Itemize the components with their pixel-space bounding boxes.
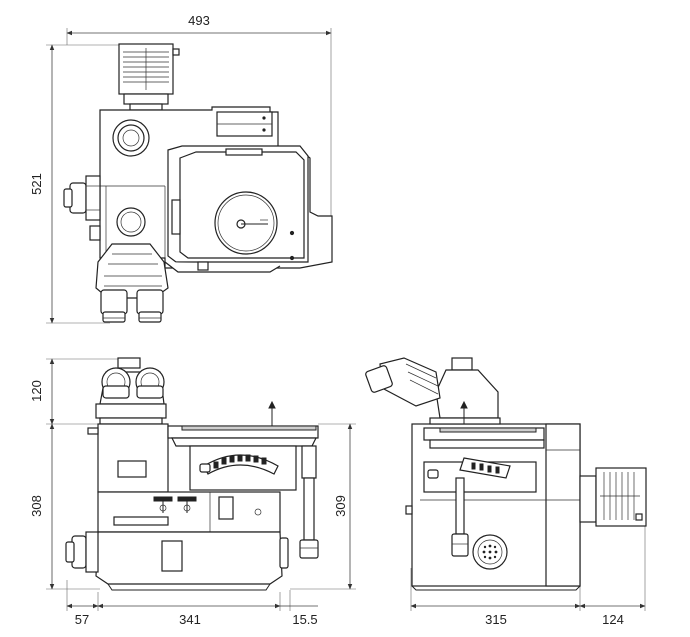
eyepiece-icon	[136, 289, 164, 315]
trinocular-head	[435, 369, 499, 419]
front-body-upper	[97, 423, 169, 493]
side-depth-label: 315	[485, 612, 507, 627]
front-view	[46, 357, 356, 611]
front-left-offset-label: 57	[75, 612, 89, 627]
stage-aperture-icon	[214, 191, 278, 255]
eyepiece-icon	[100, 289, 128, 315]
lamp-vents	[123, 48, 169, 90]
top-width-label: 493	[188, 13, 210, 28]
front-top-height-label: 120	[29, 380, 44, 402]
eyepiece-icon	[365, 365, 393, 393]
side-lamp-depth-label: 124	[602, 612, 624, 627]
top-view	[46, 28, 333, 324]
top-height-label: 521	[29, 173, 44, 195]
front-right-offset-label: 15.5	[292, 612, 317, 627]
side-view	[365, 357, 647, 611]
front-body-height-label: 308	[29, 495, 44, 517]
front-width-label: 341	[179, 612, 201, 627]
front-base	[95, 531, 283, 585]
front-right-height-label: 309	[333, 495, 348, 517]
